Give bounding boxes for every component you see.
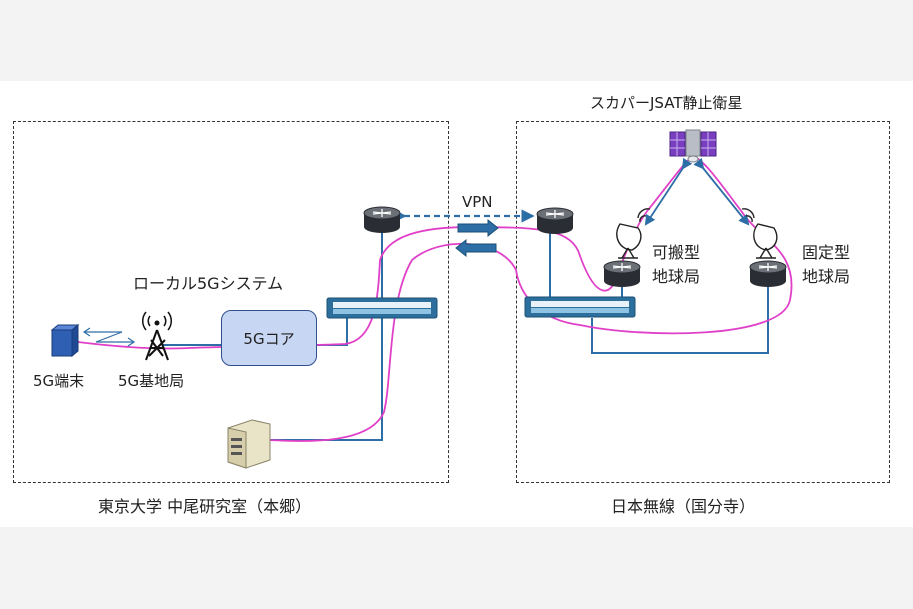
gnb-label: 5G基地局 [118,372,185,390]
router-icon-fixed-station [749,260,787,288]
link-satellite-portable [644,157,693,226]
router-icon-portable-station [603,260,641,288]
local-5g-system-label: ローカル5Gシステム [133,274,284,293]
link-satellite-fixed [693,157,750,226]
cell-tower-icon [142,311,172,361]
server-icon [227,419,271,469]
vpn-label: VPN [462,193,493,211]
zone-tokyo-caption: 東京大学 中尾研究室（本郷） [98,497,312,516]
router-icon-jrc [536,207,574,235]
satellite-label: スカパーJSAT静止衛星 [590,94,743,112]
link-switch-fixed [591,283,769,354]
portable-station-label-line2: 地球局 [652,267,701,286]
zone-tokyo-univ [13,121,449,483]
5g-core-box: 5Gコア [221,310,317,366]
fixed-station-label-line1: 固定型 [802,243,851,262]
5g-core-label: 5Gコア [243,329,295,348]
router-icon-tokyo [363,206,401,234]
switch-icon-jrc [524,296,636,318]
satellite-links [644,157,750,226]
zone-jrc [516,121,890,483]
portable-station-label-line1: 可搬型 [652,243,701,262]
dish-antenna-icon-portable [616,208,651,259]
wireless-arrows-icon [82,327,136,347]
ue-device-icon [50,323,80,358]
zone-jrc-caption: 日本無線（国分寺） [611,497,756,516]
fixed-station-label-line2: 地球局 [802,267,851,286]
switch-icon-tokyo [326,297,438,319]
dish-antenna-icon-fixed [741,208,778,259]
ue-label: 5G端末 [33,372,85,390]
satellite-icon [669,129,717,163]
tunnel-arrows [455,218,499,258]
wired-links [163,228,769,441]
diagram-canvas [0,81,913,527]
